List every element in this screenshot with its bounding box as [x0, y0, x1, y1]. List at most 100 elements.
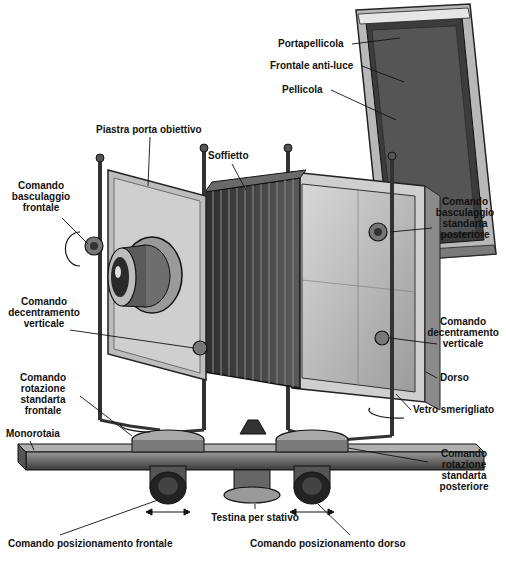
front-clamp: [132, 440, 204, 452]
rotation-arrow: [369, 408, 404, 418]
rear-standard: [284, 144, 292, 152]
rear-standard: [284, 144, 440, 440]
move-arrow: [184, 509, 190, 515]
bellows: [205, 170, 306, 388]
leader-line: [30, 38, 437, 535]
rotation-arrow: [120, 424, 150, 432]
tripod-head: [224, 487, 280, 503]
move-arrow: [146, 509, 152, 515]
rear-standard: [369, 223, 387, 241]
leader-line: [232, 164, 246, 190]
bellows: [213, 179, 293, 387]
part-label: Testina per stativo: [196, 512, 314, 523]
rear-clamp: [294, 472, 330, 504]
bellows: [229, 189, 230, 376]
part-label: Comando posizionamento dorso: [250, 538, 470, 549]
leader-line: [30, 441, 34, 450]
rear-standard: [388, 152, 396, 160]
part-label: Comando posizionamento frontale: [8, 538, 228, 549]
rear-standard: [425, 186, 440, 410]
part-label: Vetro smerigliato: [413, 404, 503, 415]
bellows: [277, 182, 278, 384]
leader-line: [348, 448, 428, 462]
part-label: Soffietto: [208, 150, 268, 161]
lens: [108, 248, 136, 306]
rear-clamp: [302, 477, 322, 495]
part-label: Monorotaia: [6, 428, 86, 439]
lens: [111, 257, 129, 297]
part-label: Comando basculaggio frontale: [4, 180, 78, 213]
part-label: Comando decentramento verticale: [3, 296, 85, 329]
monorail: [18, 444, 484, 452]
bellows: [237, 188, 238, 377]
lens: [108, 237, 182, 313]
bellows: [253, 185, 254, 380]
front-clamp: [158, 477, 178, 495]
leader-line: [255, 504, 256, 509]
leader-line: [318, 504, 350, 535]
front-clamp: [150, 472, 186, 504]
rear-standard: [302, 184, 415, 392]
bellows: [221, 190, 222, 375]
rotation-arrow: [65, 232, 404, 432]
front-standard: [100, 420, 160, 430]
leader-line: [390, 338, 437, 344]
part-label: Comando basculaggio standarta posteriore: [427, 196, 503, 240]
rear-standard: [292, 172, 425, 402]
part-label: Comando rotazione standarta posteriore: [425, 448, 503, 492]
rear-standard: [390, 158, 394, 436]
monorail: [18, 444, 26, 470]
leader-line: [70, 330, 194, 348]
front-standard: [96, 154, 104, 162]
rear-standard: [358, 190, 359, 386]
part-label: Dorso: [440, 372, 490, 383]
bellows: [205, 170, 306, 192]
front-standard: [108, 170, 206, 380]
monorail: [26, 452, 484, 470]
bellows: [285, 180, 286, 385]
front-standard: [85, 237, 103, 255]
front-standard: [98, 160, 102, 420]
leader-line: [390, 228, 432, 232]
move-arrow: [150, 512, 186, 513]
move-arrow: [328, 509, 334, 515]
front-standard: [90, 242, 98, 250]
rear-standard: [374, 228, 382, 236]
rear-clamp: [276, 440, 348, 452]
leader-line: [426, 372, 437, 378]
move-arrow: [294, 512, 330, 513]
bellows: [245, 186, 246, 379]
leader-line: [80, 396, 132, 436]
tripod-head: [224, 420, 280, 503]
part-label: Comando decentramento verticale: [423, 316, 503, 349]
lens: [115, 266, 121, 278]
rear-standard: [302, 280, 415, 292]
leader-line: [362, 66, 404, 82]
front-clamp: [132, 430, 204, 504]
bellows: [269, 183, 270, 383]
bellows: [293, 179, 294, 387]
part-label: Frontale anti-luce: [270, 60, 366, 71]
leader-line: [60, 500, 158, 535]
bellows: [261, 184, 262, 381]
front-standard: [200, 144, 208, 152]
part-label: Portapellicola: [278, 38, 358, 49]
rear-clamp: [276, 430, 348, 504]
monorail: [18, 444, 484, 470]
bellows: [205, 178, 300, 388]
film-holder: [358, 8, 470, 24]
leader-line: [331, 90, 396, 120]
tripod-head: [240, 420, 266, 434]
bellows: [213, 191, 214, 373]
leader-line: [396, 394, 411, 410]
part-label: Pellicola: [282, 84, 342, 95]
leader-line: [62, 218, 88, 244]
rear-standard: [375, 331, 389, 345]
rotation-arrow: [65, 232, 80, 266]
leader-line: [352, 38, 400, 44]
front-standard: [85, 144, 208, 432]
part-label: Comando rotazione standarta frontale: [6, 372, 80, 416]
